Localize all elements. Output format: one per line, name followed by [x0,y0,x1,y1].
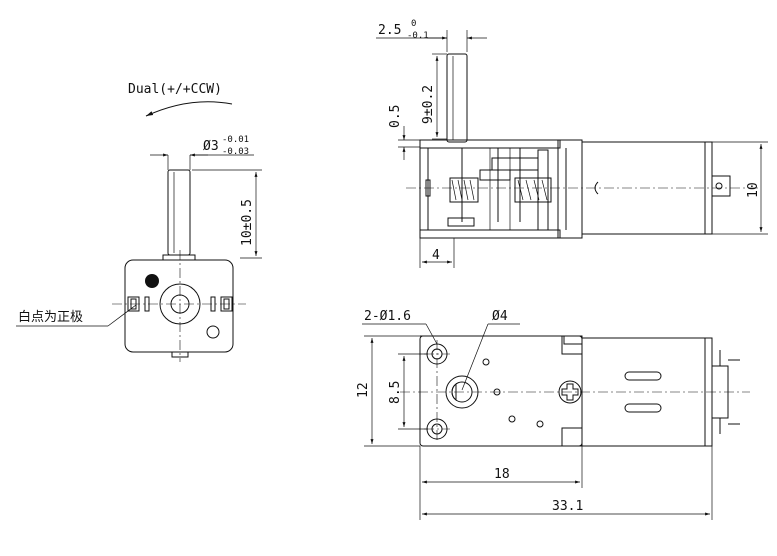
holes-label: 2-Ø1.6 [364,309,411,324]
flat-width-tol-lower: -0.1 [407,31,429,41]
gearbox-plate [419,335,583,447]
gear-offset-label: 4 [432,248,440,263]
shaft-dia-tol-lower: -0.03 [222,147,249,157]
side-shaft [446,53,468,143]
hole-spacing-label: 8.5 [388,381,403,404]
shaft-length-label: 10±0.5 [240,199,255,246]
flat-width-label: 2.5 [378,23,401,38]
total-length-label: 33.1 [552,499,583,514]
boss-dia-label: Ø4 [492,309,508,324]
gearbox-end-face [124,259,234,353]
motor-dia-label: 10 [746,182,761,198]
end-view: Dual(+/+CCW) Ø3 -0.01 -0.03 10±0.5 [16,82,262,362]
gear-train [447,148,552,231]
height-label: 12 [356,382,371,398]
gearbox-length-label: 18 [494,467,510,482]
side-view: 2.5 0 -0.1 9±0.2 0.5 [376,19,768,268]
top-view: 2-Ø1.6 Ø4 [356,309,750,520]
output-shaft [167,169,191,256]
rotation-arrow [145,101,233,117]
positive-terminal-dot [145,274,159,288]
flat-length-label: 9±0.2 [421,85,436,124]
rotation-label: Dual(+/+CCW) [128,82,222,97]
shaft-dia-tol-upper: -0.01 [222,135,249,145]
shaft-dia-label: Ø3 [203,139,219,154]
polarity-note: 白点为正极 [18,309,83,325]
flat-width-tol-upper: 0 [411,19,416,29]
shoulder-label: 0.5 [388,105,403,128]
